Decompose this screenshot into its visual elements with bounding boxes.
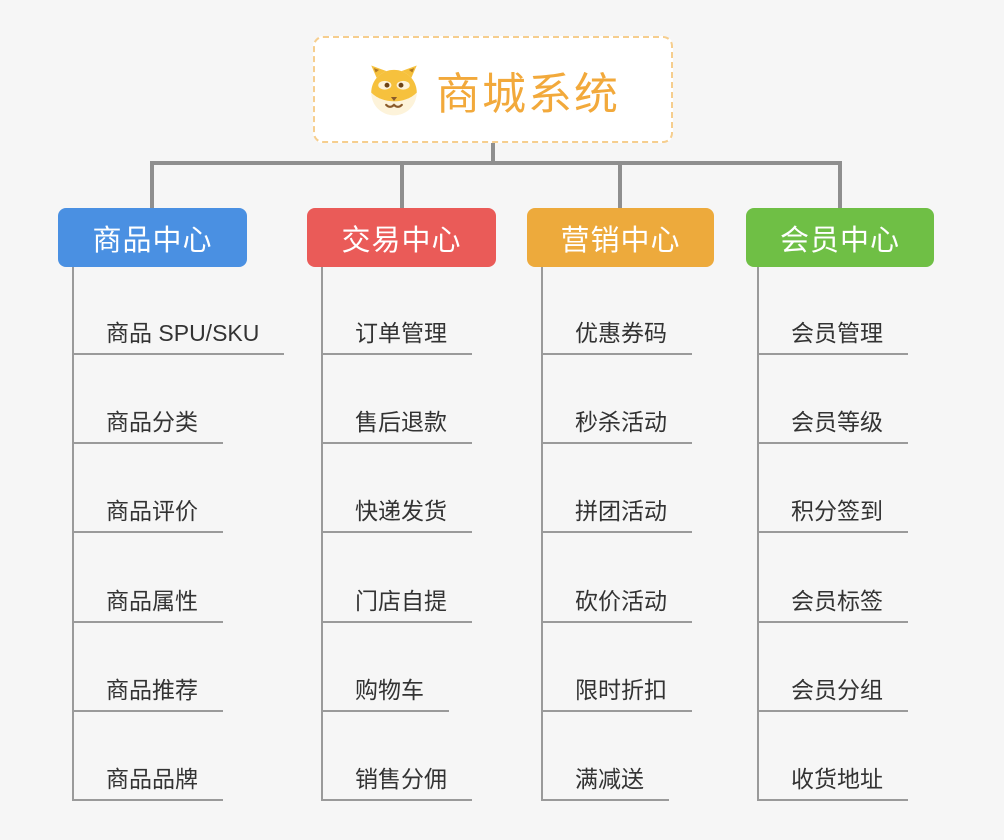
- leaf-node[interactable]: 订单管理: [322, 317, 472, 355]
- leaf-node[interactable]: 砍价活动: [542, 585, 692, 623]
- connector-line: [838, 161, 842, 208]
- connector-line: [150, 161, 154, 208]
- branch-label: 会员中心: [779, 224, 900, 257]
- branch-node-marketing[interactable]: 营销中心: [527, 208, 714, 267]
- leaf-node[interactable]: 商品评价: [73, 495, 223, 533]
- leaf-node[interactable]: 商品分类: [73, 406, 223, 444]
- root-node-title: 商城系统: [436, 69, 620, 119]
- leaf-node[interactable]: 购物车: [322, 674, 449, 712]
- leaf-node[interactable]: 会员标签: [758, 585, 908, 623]
- branch-label: 商品中心: [92, 224, 213, 257]
- branch-node-trade[interactable]: 交易中心: [307, 208, 496, 267]
- branch-trunk-line: [321, 267, 323, 801]
- leaf-node[interactable]: 门店自提: [322, 585, 472, 623]
- leaf-node[interactable]: 商品品牌: [73, 763, 223, 801]
- leaf-node[interactable]: 商品 SPU/SKU: [73, 317, 285, 355]
- leaf-node[interactable]: 优惠券码: [542, 317, 692, 355]
- connector-line: [491, 141, 495, 163]
- leaf-node[interactable]: 销售分佣: [322, 763, 472, 801]
- leaf-node[interactable]: 会员分组: [758, 674, 908, 712]
- leaf-node[interactable]: 秒杀活动: [542, 406, 692, 444]
- branch-trunk-line: [72, 267, 74, 801]
- leaf-node[interactable]: 拼团活动: [542, 495, 692, 533]
- root-node[interactable]: 商城系统: [313, 36, 673, 143]
- branch-node-members[interactable]: 会员中心: [746, 208, 934, 267]
- leaf-node[interactable]: 售后退款: [322, 406, 472, 444]
- shiba-dog-icon: [371, 65, 417, 115]
- leaf-node[interactable]: 商品推荐: [73, 674, 223, 712]
- connector-line: [618, 161, 622, 208]
- leaf-node[interactable]: 会员管理: [758, 317, 908, 355]
- branch-node-products[interactable]: 商品中心: [58, 208, 247, 267]
- leaf-node[interactable]: 快递发货: [322, 495, 472, 533]
- connector-line: [400, 161, 404, 208]
- branch-trunk-line: [541, 267, 543, 801]
- leaf-node[interactable]: 商品属性: [73, 585, 223, 623]
- leaf-node[interactable]: 积分签到: [758, 495, 908, 533]
- leaf-node[interactable]: 满减送: [542, 763, 669, 801]
- leaf-node[interactable]: 限时折扣: [542, 674, 692, 712]
- leaf-node[interactable]: 会员等级: [758, 406, 908, 444]
- branch-label: 交易中心: [341, 224, 462, 257]
- leaf-node[interactable]: 收货地址: [758, 763, 908, 801]
- branch-label: 营销中心: [560, 224, 681, 257]
- connector-line: [150, 161, 842, 165]
- branch-trunk-line: [757, 267, 759, 801]
